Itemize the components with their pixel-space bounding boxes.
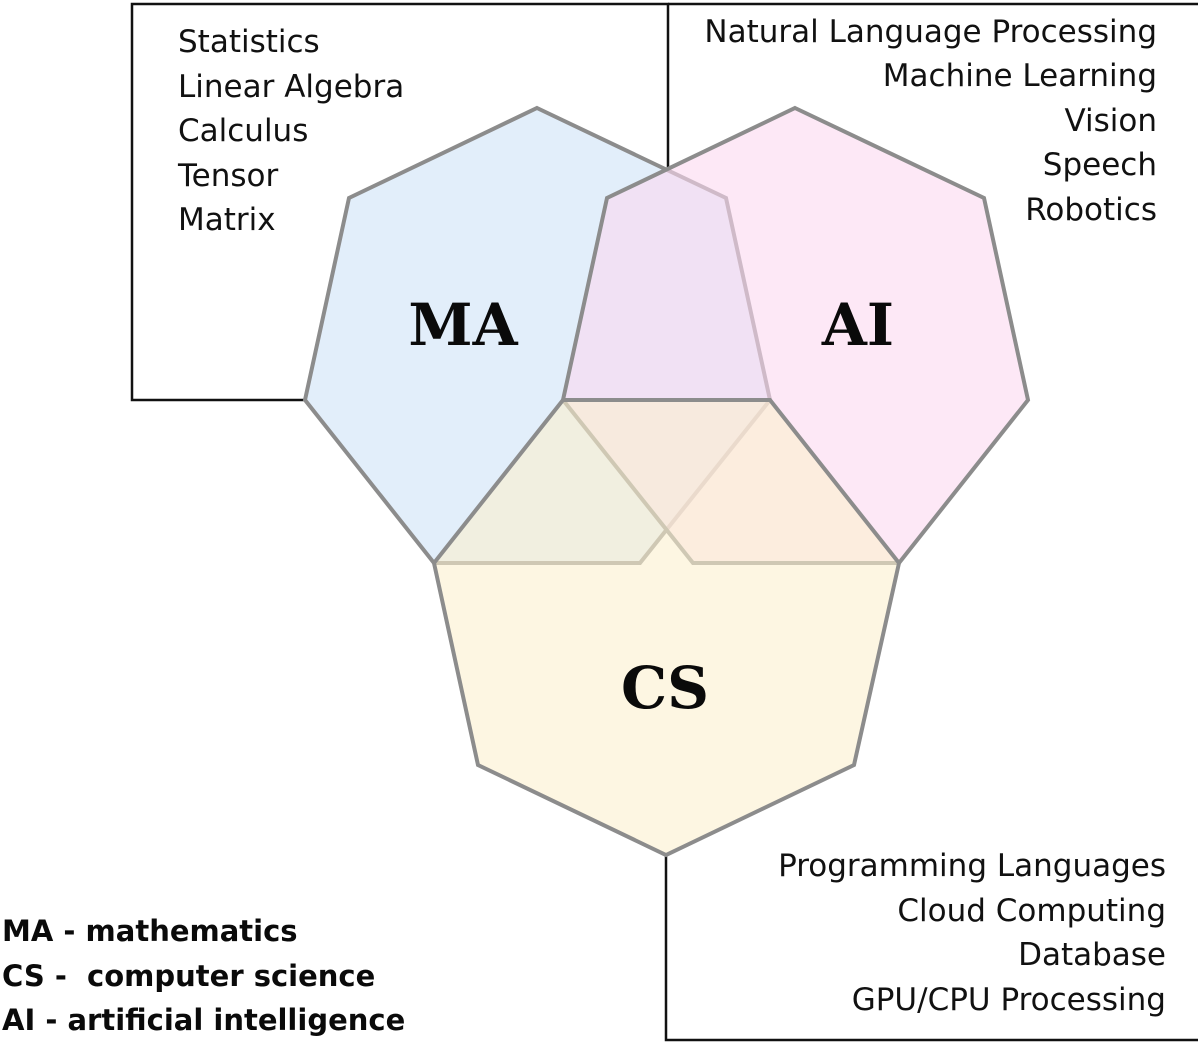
ai-topic: Speech (1043, 147, 1157, 183)
cs-topics-frame (664, 855, 1198, 1042)
legend-full: mathematics (86, 914, 298, 948)
region-shapes (302, 105, 1031, 858)
cs-topic: Cloud Computing (897, 893, 1166, 929)
math-topic: Matrix (178, 202, 276, 238)
legend-abbr: CS (2, 959, 45, 993)
legend-item-cs: CS - computer science (2, 959, 375, 993)
legend-full: computer science (87, 959, 375, 993)
math-topic: Statistics (178, 24, 320, 60)
cs-topic: GPU/CPU Processing (852, 982, 1166, 1018)
math-topic: Linear Algebra (178, 69, 404, 105)
cs-topic: Programming Languages (778, 848, 1166, 884)
ai-topic: Natural Language Processing (704, 14, 1157, 50)
math-topic: Tensor (177, 158, 279, 194)
cs-topic-list: Programming Languages Cloud Computing Da… (778, 848, 1166, 1018)
math-topic: Calculus (178, 113, 308, 149)
legend-item-ai: AI - artificial intelligence (2, 1003, 405, 1037)
region-label-ai: AI (821, 291, 894, 359)
legend-separator: - (45, 959, 87, 993)
cs-region-shape (431, 398, 902, 858)
legend-abbr: AI (2, 1003, 35, 1037)
region-label-ma: MA (408, 291, 518, 359)
legend-abbr: MA (2, 914, 54, 948)
legend-separator: - (35, 1003, 67, 1037)
cs-topic: Database (1018, 937, 1166, 973)
legend-full: artificial intelligence (67, 1003, 405, 1037)
math-topics-frame (130, 2, 670, 402)
ai-topic-list: Natural Language Processing Machine Lear… (704, 14, 1157, 228)
math-topic-list: Statistics Linear Algebra Calculus Tenso… (177, 24, 404, 238)
region-label-cs: CS (621, 654, 709, 722)
legend: MA - mathematics CS - computer science A… (2, 914, 405, 1037)
ai-topic: Vision (1064, 103, 1157, 139)
ai-topic: Machine Learning (883, 58, 1157, 94)
legend-item-ma: MA - mathematics (2, 914, 298, 948)
legend-separator: - (53, 914, 85, 948)
ai-topic: Robotics (1025, 192, 1157, 228)
